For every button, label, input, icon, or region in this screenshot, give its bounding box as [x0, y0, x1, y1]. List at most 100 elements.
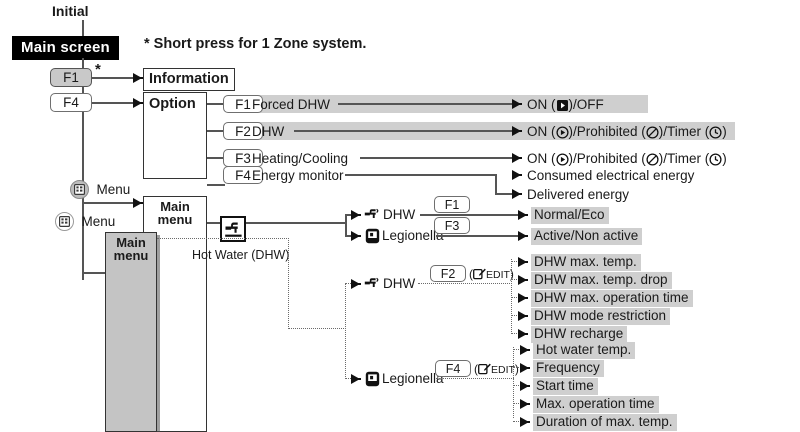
- legionella-settings-label: Legionella: [382, 371, 444, 386]
- f1-asterisk: *: [95, 61, 101, 78]
- dotted-stub: [513, 421, 521, 422]
- arrow-icon: [520, 345, 530, 355]
- list-item-label: Max. operation time: [533, 396, 659, 413]
- arrow-icon: [520, 399, 530, 409]
- value-consumed-electrical-energy: Consumed electrical energy: [527, 168, 695, 183]
- f4-connector: [92, 102, 135, 104]
- timer-clock-icon: [709, 153, 722, 169]
- hotwater-key-f1[interactable]: F1: [434, 196, 470, 213]
- list-item-label: Hot water temp.: [533, 342, 636, 359]
- list-item-label: DHW max. temp. drop: [531, 272, 672, 289]
- arrow-icon-dhw-settings: [351, 279, 361, 289]
- energy-monitor-line-2: [495, 193, 512, 195]
- prohibited-icon: [646, 126, 659, 142]
- value-normal-eco: Normal/Eco: [531, 207, 609, 224]
- play-circle-icon: [555, 126, 569, 142]
- value-text-off: )/OFF: [568, 97, 604, 112]
- list-item-label: Frequency: [533, 360, 604, 377]
- root-key-f4[interactable]: F4: [50, 93, 92, 112]
- option-key-f4[interactable]: F4: [223, 166, 263, 184]
- option-label-energy-monitor: Energy monitor: [252, 168, 344, 183]
- dotted-stub: [511, 315, 519, 316]
- option-label-heating-cooling: Heating/Cooling: [252, 151, 349, 166]
- option-box[interactable]: Option: [143, 92, 207, 179]
- dotted-stub: [513, 367, 521, 368]
- arrow-icon-dhw-node: [351, 210, 361, 220]
- legionella-settings-edit-group: (EDIT): [474, 363, 519, 376]
- value-text-close-2: ): [722, 124, 727, 139]
- dotted-dhw-settings-line: [345, 283, 353, 284]
- list-item-label: DHW max. operation time: [531, 290, 693, 307]
- option-key-f2[interactable]: F2: [223, 122, 263, 140]
- information-box[interactable]: Information: [143, 68, 235, 91]
- menu-button-2[interactable]: Menu: [55, 212, 115, 231]
- dhw-settings-key-f2[interactable]: F2: [430, 265, 466, 282]
- dhw-node-label: DHW: [383, 207, 416, 222]
- root-key-f1[interactable]: F1: [50, 68, 92, 87]
- edit-pencil-icon: [478, 363, 491, 375]
- arrow-icon-active-nonactive: [518, 231, 528, 241]
- hot-water-tap-icon[interactable]: [220, 216, 246, 242]
- main-screen-box[interactable]: Main screen: [12, 36, 119, 60]
- arrow-icon-delivered-energy: [512, 189, 522, 199]
- dotted-dhw-items-vertical: [511, 259, 512, 334]
- menu-icon: [55, 212, 74, 231]
- option-key-f1[interactable]: F1: [223, 95, 263, 113]
- dotted-stub: [513, 385, 521, 386]
- option-label-forced-dhw: Forced DHW: [252, 97, 331, 112]
- dhw-branch-line: [345, 214, 353, 216]
- dhw-settings-label: DHW: [383, 276, 416, 291]
- hotwater-key-f3[interactable]: F3: [434, 217, 470, 234]
- menu-icon: [70, 180, 89, 199]
- edit-text: EDIT: [486, 269, 510, 281]
- arrow-icon: [520, 363, 530, 373]
- energy-monitor-line: [345, 174, 496, 176]
- value-text-on-2: ON (: [527, 124, 556, 139]
- value-text-timer-2: )/Timer (: [658, 124, 710, 139]
- main-menu-label-back: Main menu: [157, 199, 193, 228]
- option-key-f3[interactable]: F3: [223, 149, 263, 167]
- arrow-icon: [518, 329, 528, 339]
- hotwater-connector-right: [246, 222, 346, 224]
- play-filled-icon: [556, 99, 569, 115]
- tap-icon: [364, 208, 381, 222]
- menu-button-label-1: Menu: [96, 181, 131, 197]
- main-menu-box-front[interactable]: Main menu: [105, 232, 157, 432]
- option-row-connector-4: [207, 184, 225, 186]
- main-spine: [82, 58, 84, 280]
- dotted-vertical-main: [288, 238, 289, 329]
- tap-icon: [364, 277, 381, 291]
- option-row-connector-3: [207, 157, 225, 159]
- dotted-legionella-items-vertical: [513, 347, 514, 418]
- dotted-line-from-main-menu: [157, 238, 289, 239]
- dotted-stub: [511, 261, 519, 262]
- hotwater-connector-left: [207, 222, 221, 224]
- dotted-dhw-settings-run: [418, 283, 512, 284]
- option-line-2: [294, 130, 512, 132]
- energy-monitor-branch: [495, 174, 497, 194]
- f1-connector: [92, 77, 135, 79]
- option-value-dhw: ON ( )/Prohibited ( )/Timer (): [527, 125, 727, 142]
- value-text-prohibited-3: )/Prohibited (: [568, 151, 646, 166]
- arrow-icon: [518, 293, 528, 303]
- dotted-stub: [511, 333, 519, 334]
- arrow-icon-legionella-node: [351, 231, 361, 241]
- initial-connector: [82, 20, 84, 38]
- arrow-icon: [518, 257, 528, 267]
- menu-button-1[interactable]: Menu: [70, 180, 130, 199]
- value-text-prohibited-2: )/Prohibited (: [568, 124, 646, 139]
- legionella-settings-key-f4[interactable]: F4: [435, 360, 471, 377]
- hotwater-branch-vertical: [345, 214, 347, 236]
- dotted-line-bottom: [288, 328, 346, 329]
- value-active-non-active: Active/Non active: [531, 228, 643, 245]
- list-item-label: DHW mode restriction: [531, 308, 671, 325]
- list-item-label: DHW max. temp.: [531, 254, 641, 271]
- dotted-stub: [511, 297, 519, 298]
- dotted-stub: [513, 349, 521, 350]
- edit-pencil-icon: [473, 268, 486, 280]
- dhw-settings-edit-group: (EDIT): [469, 268, 514, 281]
- option-box-label: Option: [149, 96, 196, 112]
- option-line-1: [338, 103, 512, 105]
- paren-open: (: [474, 362, 478, 376]
- menu1-connector: [82, 202, 135, 204]
